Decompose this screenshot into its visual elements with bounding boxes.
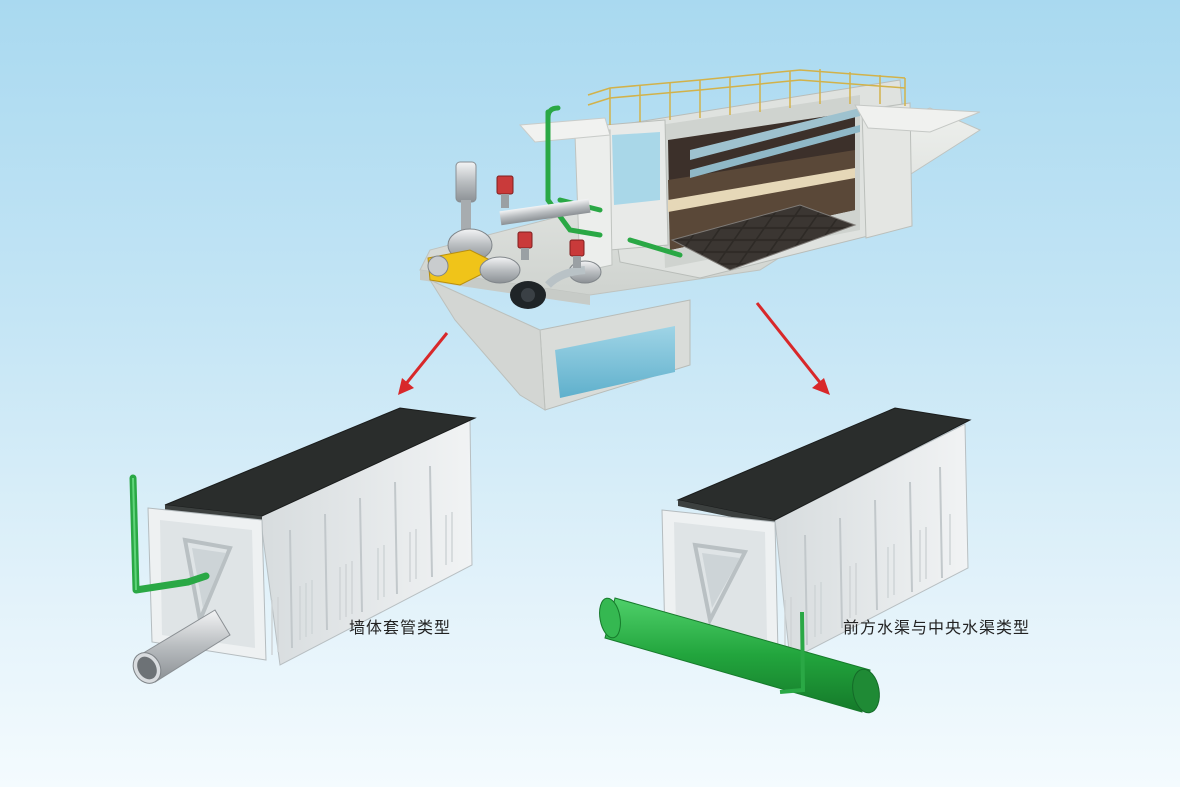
underdrain-block-channel	[599, 407, 972, 714]
wall-sleeve-type-label: 墙体套管类型	[349, 618, 452, 637]
underdrain-block-wall-sleeve	[129, 407, 477, 684]
filter-plant	[419, 69, 982, 411]
arrow-down-left-icon	[398, 332, 449, 395]
arrow-down-right-icon	[755, 302, 830, 395]
front-central-channel-type-label: 前方水渠与中央水渠类型	[843, 618, 1031, 637]
